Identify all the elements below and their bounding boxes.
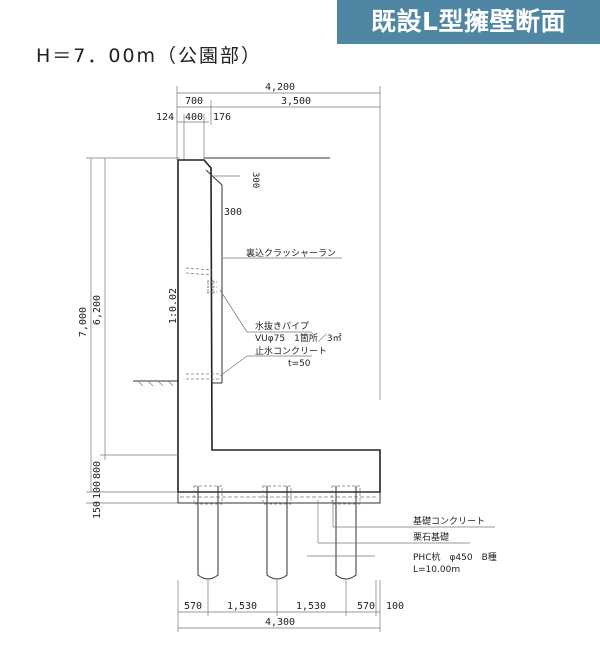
batter-ratio: 1:0.02 xyxy=(168,288,179,324)
ground-lines xyxy=(133,157,330,387)
dim-crest-300b: 300 xyxy=(224,207,242,218)
dim-height-150: 150 xyxy=(92,501,103,519)
label-pile-length: L=10.00m xyxy=(413,565,460,575)
left-dimension-lines xyxy=(86,157,180,504)
label-pile-spec: PHC杭 φ450 B種 xyxy=(413,551,497,563)
backfill-zone xyxy=(205,169,240,384)
dim-crest-300a: 300 xyxy=(250,172,260,188)
dim-top-heel: 3,500 xyxy=(281,96,311,107)
dim-top-total: 4,200 xyxy=(265,82,295,93)
label-rubble-foundation: 栗石基礎 xyxy=(413,531,449,543)
dim-height-stem: 6,200 xyxy=(92,295,103,325)
top-dimension-lines xyxy=(176,86,381,400)
dim-height-100: 100 xyxy=(92,481,103,499)
dim-bottom-100: 100 xyxy=(386,601,404,612)
bottom-dimension-lines xyxy=(177,580,381,632)
label-crusher-run: 裏込クラッシャーラン xyxy=(246,247,336,259)
dim-bottom-1530a: 1,530 xyxy=(227,601,257,612)
dim-bottom-570b: 570 xyxy=(357,601,375,612)
label-drain-pipe: 水抜きパイプ xyxy=(255,320,309,332)
dim-top-124: 124 xyxy=(156,112,174,123)
dim-top-toe: 700 xyxy=(185,96,203,107)
dim-top-400: 400 xyxy=(185,112,203,123)
dim-bottom-570a: 570 xyxy=(184,601,202,612)
piles xyxy=(193,485,361,580)
label-stop-water: 止水コンクリート xyxy=(255,345,327,357)
dim-height-800: 800 xyxy=(92,461,103,479)
dim-top-176: 176 xyxy=(213,112,231,123)
foundation-layers xyxy=(177,491,381,504)
title-badge: 既設L型擁壁断面 xyxy=(337,0,600,44)
dim-bottom-1530b: 1,530 xyxy=(296,601,326,612)
subtitle: H＝7．00m（公園部） xyxy=(36,45,262,67)
label-foundation-concrete: 基礎コンクリート xyxy=(413,515,485,527)
label-stop-thickness: t=50 xyxy=(288,359,311,369)
dim-bottom-total: 4,300 xyxy=(265,617,295,628)
dim-height-total: 7,000 xyxy=(78,307,89,337)
label-drain-spec: VUφ75 1箇所／3㎡ xyxy=(255,332,342,344)
annotation-leaders xyxy=(219,257,495,557)
drain-pipes xyxy=(185,267,220,380)
